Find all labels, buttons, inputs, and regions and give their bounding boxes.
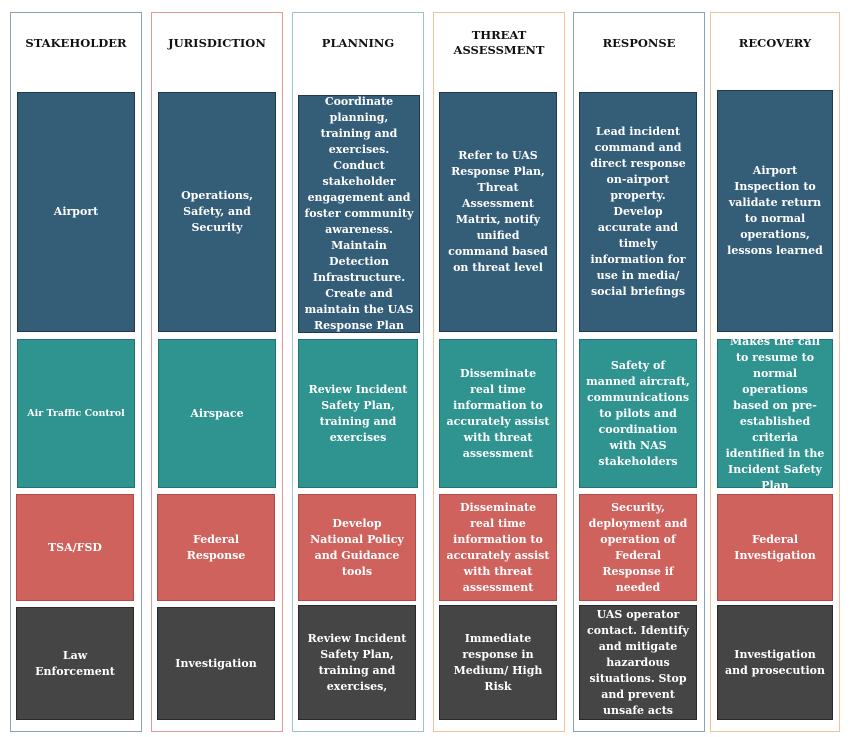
cell-tsa-recovery: Federal Investigation — [717, 494, 833, 601]
cell-law-jurisdiction: Investigation — [157, 607, 275, 720]
cell-tsa-jurisdiction: Federal Response — [157, 494, 275, 601]
cell-atc-stakeholder: Air Traffic Control — [17, 339, 135, 488]
cell-law-response: UAS operator contact. Identify and mitig… — [579, 605, 697, 720]
header-threat-assessment: THREAT ASSESSMENT — [433, 12, 565, 74]
cell-atc-response: Safety of manned aircraft, communication… — [579, 339, 697, 488]
header-jurisdiction: JURISDICTION — [168, 35, 266, 50]
cell-law-stakeholder: Law Enforcement — [16, 607, 134, 720]
header-threat-line1: THREAT — [471, 28, 527, 42]
cell-airport-threat: Refer to UAS Response Plan, Threat Asses… — [439, 92, 557, 332]
cell-airport-response: Lead incident command and direct respons… — [579, 92, 697, 332]
cell-law-planning: Review Incident Safety Plan, training an… — [298, 605, 416, 720]
cell-atc-recovery: Makes the call to resume to normal opera… — [717, 335, 833, 492]
cell-atc-jurisdiction: Airspace — [158, 339, 276, 488]
header-planning: PLANNING — [321, 35, 395, 50]
cell-tsa-stakeholder: TSA/FSD — [16, 494, 134, 601]
cell-atc-planning: Review Incident Safety Plan, training an… — [298, 339, 418, 488]
cell-law-recovery: Investigation and prosecution — [717, 605, 833, 720]
header-response: RESPONSE — [602, 35, 676, 50]
header-stakeholder: STAKEHOLDER — [25, 35, 127, 50]
cell-law-threat: Immediate response in Medium/ High Risk — [439, 605, 557, 720]
cell-airport-stakeholder: Airport — [17, 92, 135, 332]
cell-airport-recovery: Airport Inspection to validate return to… — [717, 90, 833, 332]
cell-tsa-response: Security, deployment and operation of Fe… — [579, 494, 697, 601]
cell-atc-threat: Disseminate real time information to acc… — [439, 339, 557, 488]
cell-airport-jurisdiction: Operations, Safety, and Security — [158, 92, 276, 332]
header-recovery: RECOVERY — [738, 35, 812, 50]
header-threat-line2: ASSESSMENT — [453, 43, 545, 57]
cell-tsa-planning: Develop National Policy and Guidance too… — [298, 494, 416, 601]
cell-tsa-threat: Disseminate real time information to acc… — [439, 494, 557, 601]
cell-airport-planning: Coordinate planning, training and exerci… — [298, 95, 420, 333]
